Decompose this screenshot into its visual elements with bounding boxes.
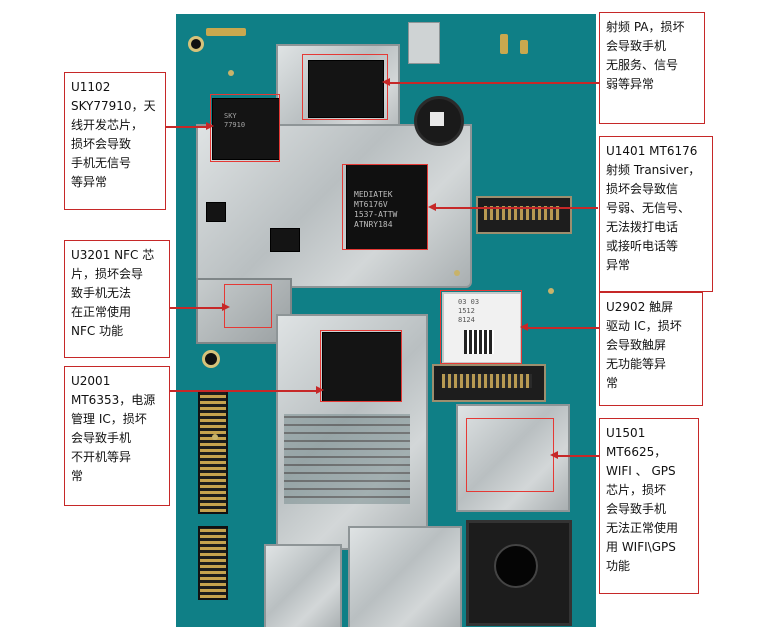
annotation-u1401: U1401 MT6176 射频 Transiver， 损坏会导致信 号弱、无信号… bbox=[599, 136, 713, 292]
camera-lens bbox=[430, 112, 444, 126]
u2902-marker bbox=[440, 290, 522, 364]
u3201-marker bbox=[224, 284, 272, 328]
side-connector-left bbox=[198, 390, 228, 514]
u1102-chip-marking: SKY 77910 bbox=[224, 112, 246, 129]
touch-chip-marking: 03 03 1512 8124 bbox=[458, 298, 480, 324]
audio-jack-socket bbox=[494, 544, 538, 588]
gold-pad bbox=[500, 34, 508, 54]
mediatek-chip-marking: MEDIATEK MT6176V 1537-ATTW ATNRY184 bbox=[354, 190, 398, 229]
annotation-u1501: U1501 MT6625， WIFI 、 GPS 芯片，损坏 会导致手机 无法正… bbox=[599, 418, 699, 594]
connector-pins bbox=[484, 206, 560, 220]
component-array bbox=[284, 414, 410, 504]
arrow-u3201 bbox=[222, 303, 230, 311]
leader-line-u1401 bbox=[432, 207, 598, 209]
small-ic bbox=[206, 202, 226, 222]
annotation-u3201: U3201 NFC 芯 片，损坏会导 致手机无法 在正常使用 NFC 功能 bbox=[64, 240, 170, 358]
gold-pad bbox=[206, 28, 246, 36]
via bbox=[454, 270, 460, 276]
leader-line-u3201 bbox=[170, 307, 226, 309]
pmic-chip bbox=[322, 332, 402, 402]
u1501-marker bbox=[466, 418, 554, 492]
wifi-gps-shield bbox=[456, 404, 570, 512]
arrow-u2902 bbox=[520, 323, 528, 331]
via bbox=[548, 288, 554, 294]
u2001-marker bbox=[320, 330, 402, 402]
side-connector-left-lower bbox=[198, 526, 228, 600]
annotation-u2001: U2001 MT6353，电源 管理 IC，损坏 会导致手机 不开机等异 常 bbox=[64, 366, 170, 506]
connector-pins bbox=[442, 374, 532, 388]
leader-line-pa bbox=[387, 82, 599, 84]
arrow-u1102 bbox=[206, 122, 214, 130]
pa-marker bbox=[302, 54, 388, 120]
leader-line-u2001 bbox=[170, 390, 320, 392]
mounting-hole-top-left bbox=[188, 36, 204, 52]
annotation-pa: 射频 PA，损坏 会导致手机 无服务、信号 弱等异常 bbox=[599, 12, 705, 124]
leader-line-u1501 bbox=[555, 455, 601, 457]
top-right-shield bbox=[408, 22, 440, 64]
via bbox=[212, 434, 218, 440]
leader-line-u1102 bbox=[166, 126, 210, 128]
audio-jack bbox=[466, 520, 572, 626]
annotation-u2902: U2902 触屏 驱动 IC，损坏 会导致触屏 无功能等异 常 bbox=[599, 292, 703, 406]
arrow-u2001 bbox=[316, 386, 324, 394]
lower-shield bbox=[264, 544, 342, 627]
arrow-pa bbox=[382, 78, 390, 86]
arrow-u1401 bbox=[428, 203, 436, 211]
gold-pad bbox=[520, 40, 528, 54]
mounting-hole bbox=[202, 350, 220, 368]
lower-shield bbox=[348, 526, 462, 627]
via bbox=[228, 70, 234, 76]
arrow-u1501 bbox=[550, 451, 558, 459]
small-ic bbox=[270, 228, 300, 252]
pcb-photo: SKY 77910 MEDIATEK MT6176V 1537-ATTW ATN… bbox=[176, 14, 596, 627]
u1401-marker bbox=[342, 164, 428, 250]
annotation-u1102: U1102 SKY77910，天 线开发芯片， 损坏会导致 手机无信号 等异常 bbox=[64, 72, 166, 210]
u1102-marker bbox=[210, 94, 280, 162]
pa-chip bbox=[308, 60, 384, 118]
qr-code bbox=[464, 330, 494, 354]
leader-line-u2902 bbox=[525, 327, 601, 329]
